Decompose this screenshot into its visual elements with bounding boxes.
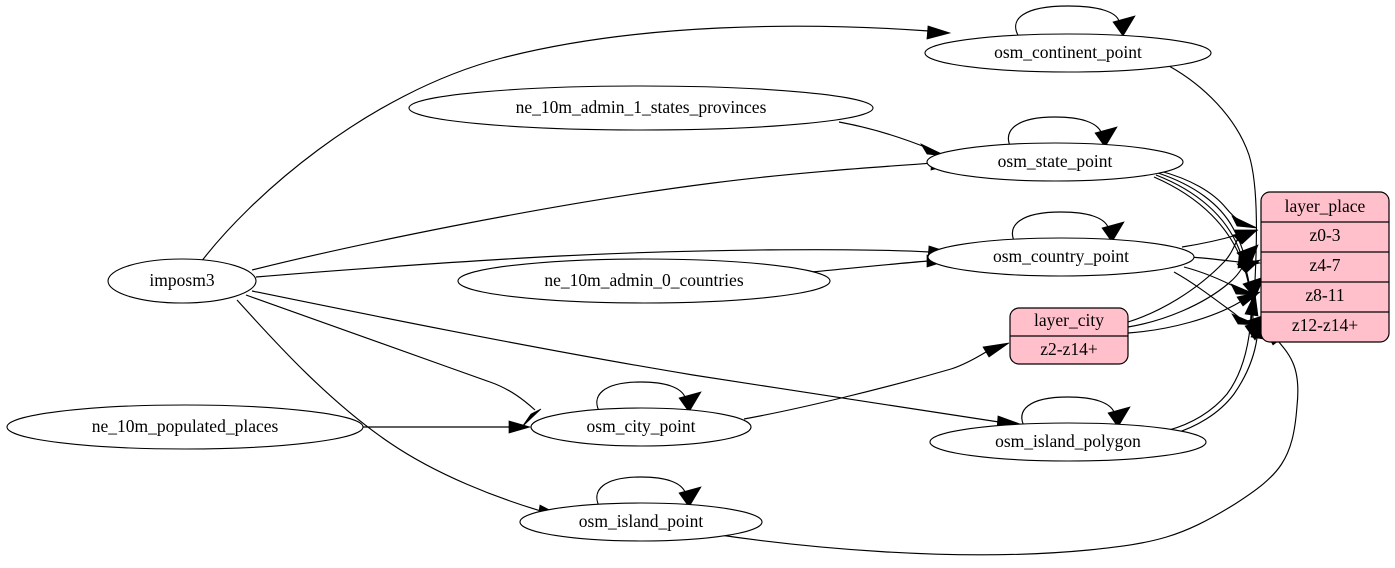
edge-osm-island-point-self-loop (596, 476, 702, 509)
edge-imposm3-to-osm-city-point (245, 294, 542, 428)
edge-layer-city-to-layer-place-z4-7 (1127, 259, 1262, 328)
edge-osm-state-point-to-layer-place-z0-3 (1159, 170, 1258, 229)
edge-osm-island-polygon-to-layer-place-z8-11 (1168, 291, 1259, 431)
edge-osm-city-point-to-layer-city-z2 (743, 342, 1010, 420)
edge-osm-island-polygon-to-layer-place-z12 (1172, 314, 1264, 435)
node-osm-island-point[interactable]: osm_island_point (519, 502, 763, 542)
node-osm-continent-point[interactable]: osm_continent_point (924, 33, 1212, 73)
node-osm-state-point[interactable]: osm_state_point (926, 142, 1184, 182)
edge-osm-country-point-self-loop (1011, 211, 1125, 244)
record-layer-place[interactable]: layer_place z0-3 z4-7 z8-11 z12-z14+ (1260, 191, 1390, 343)
edge-layer-city-to-layer-place-z0-3 (1127, 230, 1258, 323)
edge-osm-island-polygon-self-loop (1021, 396, 1131, 429)
edges-layer (200, 5, 1299, 556)
edge-layer-city-to-layer-place-z8-11 (1127, 291, 1261, 334)
edge-osm-country-point-to-layer-place-z8-11 (1183, 266, 1258, 296)
records-layer: layer_place z0-3 z4-7 z8-11 z12-z14+ lay… (1009, 191, 1390, 365)
node-osm-city-point[interactable]: osm_city_point (530, 407, 752, 447)
node-ne-10m-populated-places[interactable]: ne_10m_populated_places (6, 404, 364, 450)
node-ne-10m-admin-0-countries[interactable]: ne_10m_admin_0_countries (457, 258, 831, 304)
edge-osm-continent-point-self-loop (1015, 5, 1136, 38)
nodes-layer: imposm3 ne_10m_admin_1_states_provinces … (6, 33, 1212, 542)
node-osm-island-polygon[interactable]: osm_island_polygon (929, 422, 1207, 462)
node-imposm3[interactable]: imposm3 (107, 258, 257, 304)
edge-osm-city-point-self-loop (596, 381, 702, 414)
edge-osm-country-point-to-layer-place-z12 (1173, 271, 1259, 326)
edge-osm-state-point-self-loop (1007, 116, 1118, 149)
edge-imposm3-to-osm-continent-point (200, 25, 952, 263)
edge-ne-populated-to-osm-city-point (363, 420, 532, 434)
node-ne-10m-admin-1-states-provinces[interactable]: ne_10m_admin_1_states_provinces (408, 85, 874, 131)
node-osm-country-point[interactable]: osm_country_point (927, 237, 1195, 277)
edge-ne-states-to-osm-state-point (838, 121, 947, 157)
record-layer-city[interactable]: layer_city z2-z14+ (1009, 307, 1129, 365)
edge-imposm3-to-osm-state-point (251, 156, 956, 271)
